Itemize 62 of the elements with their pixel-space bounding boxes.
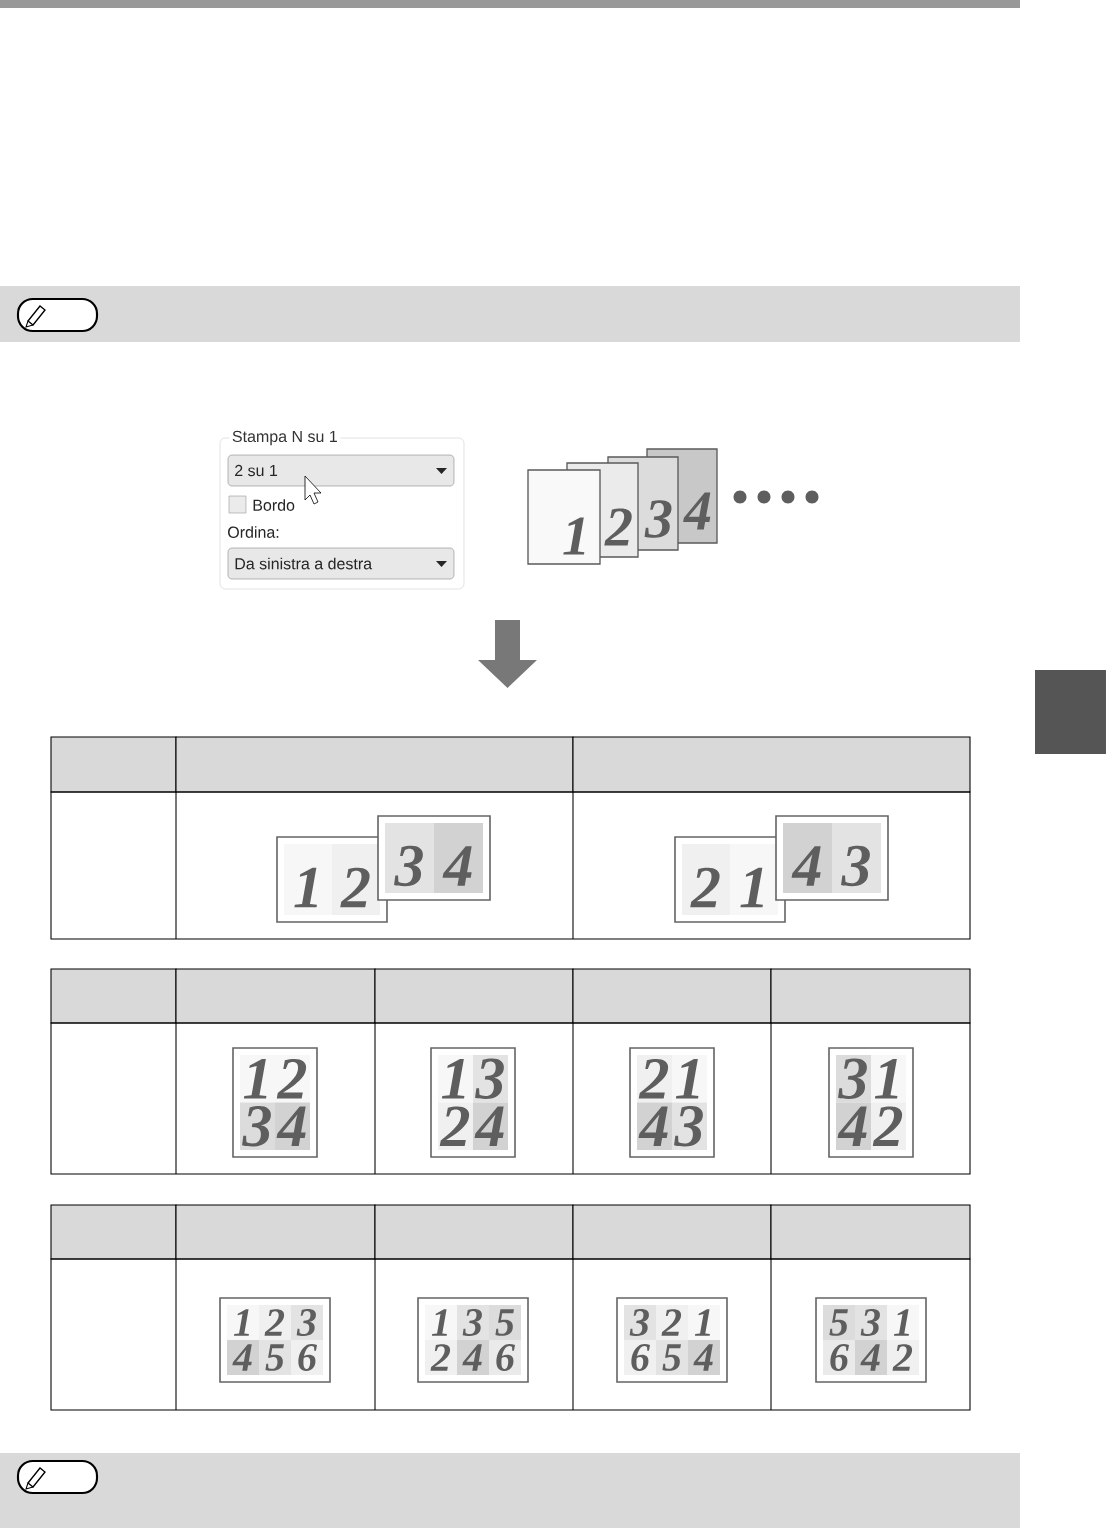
page-number: 1 [563, 517, 585, 555]
label: 2 [661, 1309, 682, 1336]
page-thumbnail: 2 1 [674, 836, 786, 923]
label: 5 [829, 1309, 848, 1336]
page-thumbnail: 1 2 [276, 836, 388, 923]
label: 2 [276, 1058, 307, 1099]
label: 4 [837, 1106, 867, 1147]
label: 2 [439, 1106, 470, 1147]
label: 3 [674, 1106, 703, 1147]
page-number: 4 [683, 492, 711, 530]
page-thumbnail: 3 4 [377, 815, 491, 901]
chapter-tab [1035, 670, 1106, 754]
dropdown-field: 2 su 1 [227, 454, 455, 487]
label: 3 [629, 1309, 649, 1336]
page-thumbnail: 1 3 24 [430, 1047, 516, 1158]
label: 1 [893, 1309, 909, 1336]
page-number: 2 [604, 508, 632, 546]
label: 4 [474, 1106, 504, 1147]
label: 6 [496, 1344, 516, 1371]
label: 1 [441, 1058, 465, 1099]
checkbox-label: Bordo [253, 499, 295, 511]
label: 4 [860, 1344, 880, 1371]
label: 4 [693, 1344, 713, 1371]
group-box-title: Stampa N su 1 [229, 428, 341, 448]
page-thumbnail: 1 2 3 4 5 6 [219, 1297, 331, 1383]
page-thumbnail: 1 3 5 2 4 6 [417, 1297, 529, 1383]
label: 5 [265, 1344, 284, 1371]
label: 3 [475, 1058, 504, 1099]
label: 6 [631, 1344, 651, 1371]
label: 1 [243, 1058, 267, 1099]
label: 1 [233, 1309, 249, 1336]
label: 3 [860, 1309, 880, 1336]
label: 4 [462, 1344, 482, 1371]
page-thumbnail: 3 2 1 6 5 4 [616, 1297, 728, 1383]
label: 1 [431, 1309, 447, 1336]
label: 1 [874, 1058, 898, 1099]
dropdown-field: Da sinistra a destra [227, 547, 455, 580]
page-thumbnail: 31 42 [828, 1047, 914, 1158]
label: 6 [830, 1344, 850, 1371]
label: 1 [675, 1058, 699, 1099]
label: 2 [638, 1058, 669, 1099]
page-thumbnail: 21 43 [629, 1047, 715, 1158]
field-label: Ordina: [228, 526, 279, 538]
label: 5 [662, 1344, 681, 1371]
label: 6 [298, 1344, 318, 1371]
label: 5 [495, 1309, 514, 1336]
label: 3 [242, 1106, 271, 1147]
label: 2 [264, 1309, 285, 1336]
page-thumbnail: 5 3 1 6 4 2 [815, 1297, 927, 1383]
page-thumbnail: 4 3 [775, 815, 889, 901]
label: 3 [296, 1309, 316, 1336]
label: 3 [462, 1309, 482, 1336]
label: 2 [430, 1344, 451, 1371]
label: 4 [276, 1106, 306, 1147]
label: 4 [638, 1106, 668, 1147]
label: 2 [872, 1106, 903, 1147]
label: 4 [232, 1344, 252, 1371]
label: 1 [694, 1309, 710, 1336]
label: 3 [838, 1058, 867, 1099]
page-thumbnail: 1 2 34 [232, 1047, 318, 1158]
label: 2 [892, 1344, 913, 1371]
page-number: 3 [644, 500, 672, 538]
